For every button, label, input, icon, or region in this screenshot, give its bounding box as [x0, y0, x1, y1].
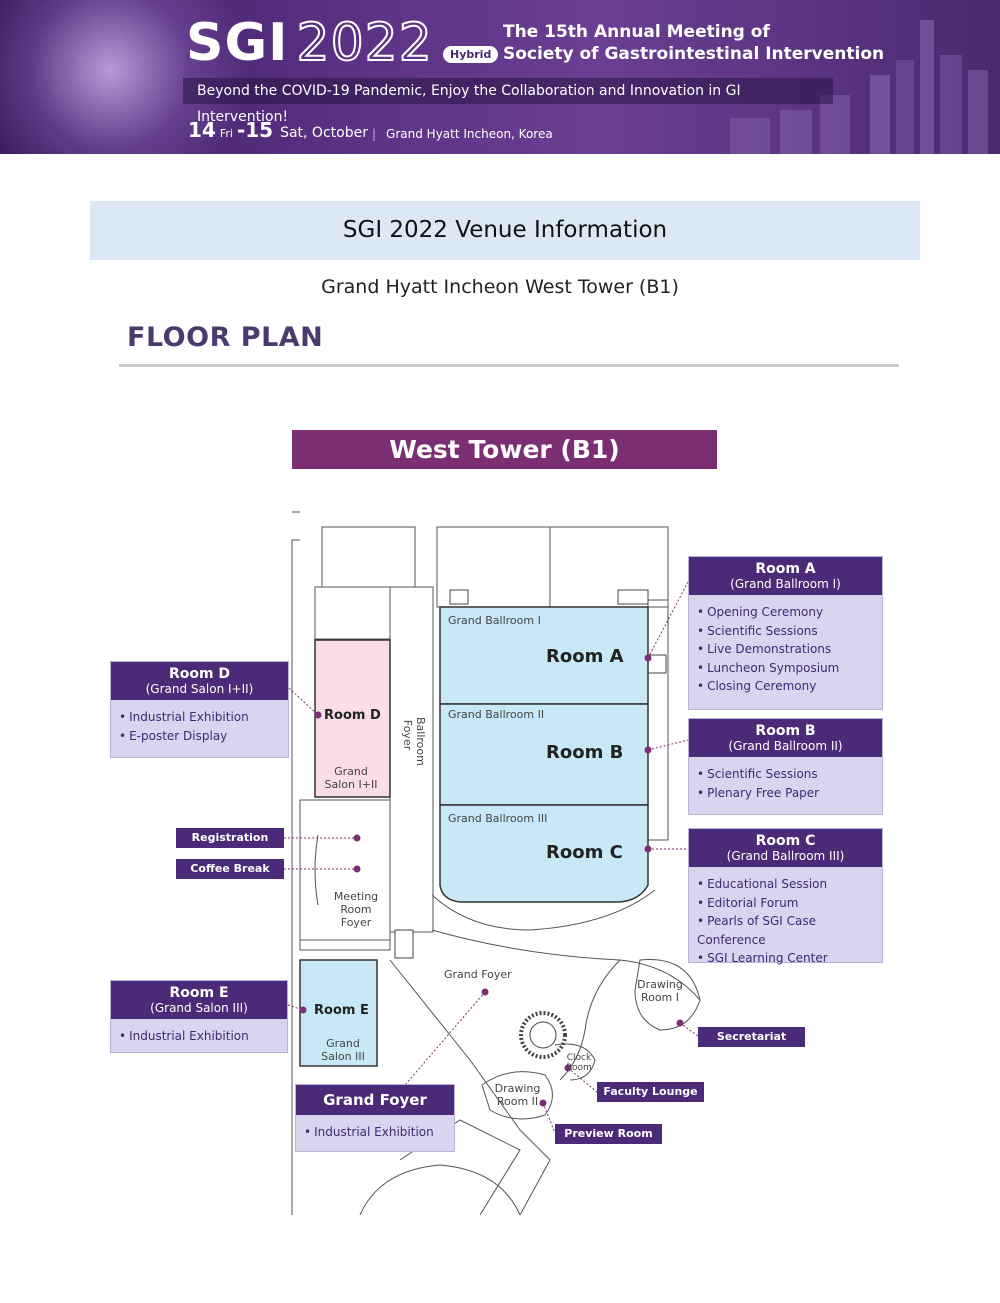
- date-end: -15: [236, 118, 274, 142]
- room-d-map-label: Room D: [324, 708, 381, 723]
- page-title: SGI 2022 Venue Information: [90, 201, 920, 260]
- room-b-title: Room B: [755, 723, 816, 739]
- clock-room-label: Clock Room: [566, 1053, 592, 1073]
- room-e-header: Room E(Grand Salon III): [111, 981, 287, 1019]
- banner-glow: [0, 0, 260, 154]
- registration-tag: Registration: [176, 828, 284, 848]
- meeting-slogan: Beyond the COVID-19 Pandemic, Enjoy the …: [183, 78, 833, 125]
- room-e-subtitle: (Grand Salon III): [150, 1001, 248, 1015]
- drawing-room-1-label: Drawing Room I: [637, 978, 683, 1004]
- room-d-title: Room D: [168, 666, 231, 682]
- meeting-title-line2: Society of Gastrointestinal Intervention: [503, 44, 885, 64]
- list-item: Closing Ceremony: [697, 677, 882, 696]
- meeting-venue: | Grand Hyatt Incheon, Korea: [372, 127, 553, 141]
- hybrid-badge: Hybrid: [443, 46, 499, 63]
- grand-foyer-title: Grand Foyer: [323, 1091, 427, 1109]
- day-end: Sat, October: [280, 125, 368, 141]
- list-item: SGI Learning Center: [697, 949, 882, 968]
- divider: [119, 364, 899, 367]
- room-e-list: Industrial Exhibition: [111, 1019, 287, 1050]
- grand-foyer-list: Industrial Exhibition: [296, 1115, 454, 1146]
- room-c-subtitle: (Grand Ballroom III): [726, 849, 845, 863]
- room-c-list: Educational Session Editorial Forum Pear…: [689, 867, 882, 972]
- date-start: 14: [188, 118, 216, 142]
- faculty-lounge-tag: Faculty Lounge: [597, 1082, 704, 1102]
- list-item: Industrial Exhibition: [119, 708, 288, 727]
- room-c-header: Room C(Grand Ballroom III): [689, 829, 882, 867]
- room-a-subtitle: (Grand Ballroom I): [730, 577, 841, 591]
- floor-title: West Tower (B1): [292, 430, 717, 469]
- list-item: Scientific Sessions: [697, 765, 882, 784]
- room-e-map-label: Room E: [314, 1003, 369, 1018]
- list-item: Pearls of SGI Case Conference: [697, 912, 882, 949]
- room-d-list: Industrial Exhibition E-poster Display: [111, 700, 288, 749]
- room-a-info-box: Room A(Grand Ballroom I) Opening Ceremon…: [688, 556, 883, 710]
- room-d-header: Room D(Grand Salon I+II): [111, 662, 288, 700]
- room-e-title: Room E: [169, 985, 229, 1001]
- secretariat-office-tag: Secretariat Office: [698, 1027, 805, 1062]
- list-item: Editorial Forum: [697, 894, 882, 913]
- grand-salon-3-label: Grand Salon III: [321, 1037, 365, 1063]
- grand-foyer-info-box: Grand Foyer Industrial Exhibition: [295, 1084, 455, 1152]
- list-item: Live Demonstrations: [697, 640, 882, 659]
- drawing-room-2-label: Drawing Room II: [494, 1082, 541, 1108]
- room-a-map-label: Room A: [546, 646, 624, 667]
- list-item: Opening Ceremony: [697, 603, 882, 622]
- grand-ballroom-2-label: Grand Ballroom II: [448, 708, 545, 721]
- meeting-room-foyer-label: Meeting Room Foyer: [333, 890, 379, 929]
- preview-room-tag: Preview Room: [555, 1124, 662, 1144]
- grand-foyer-header: Grand Foyer: [296, 1085, 454, 1115]
- grand-ballroom-3-label: Grand Ballroom III: [448, 812, 548, 825]
- list-item: Luncheon Symposium: [697, 659, 882, 678]
- list-item: Industrial Exhibition: [119, 1027, 287, 1046]
- grand-ballroom-1-label: Grand Ballroom I: [448, 614, 541, 627]
- day-start: Fri: [219, 127, 233, 140]
- list-item: Scientific Sessions: [697, 622, 882, 641]
- venue-text: Grand Hyatt Incheon, Korea: [386, 127, 553, 141]
- room-a-list: Opening Ceremony Scientific Sessions Liv…: [689, 595, 882, 700]
- room-b-subtitle: (Grand Ballroom II): [728, 739, 843, 753]
- floor-plan-heading: FLOOR PLAN: [127, 322, 324, 353]
- room-c-info-box: Room C(Grand Ballroom III) Educational S…: [688, 828, 883, 965]
- room-b-header: Room B(Grand Ballroom II): [689, 719, 882, 757]
- list-item: Plenary Free Paper: [697, 784, 882, 803]
- grand-foyer-map-label: Grand Foyer: [444, 968, 512, 981]
- ballroom-foyer-label: Ballroom Foyer: [401, 717, 427, 766]
- room-b-list: Scientific Sessions Plenary Free Paper: [689, 757, 882, 806]
- room-c-map-label: Room C: [546, 842, 623, 863]
- list-item: E-poster Display: [119, 727, 288, 746]
- separator: |: [372, 127, 377, 141]
- room-c-title: Room C: [755, 833, 816, 849]
- room-a-title: Room A: [755, 561, 816, 577]
- room-b-map-label: Room B: [546, 742, 624, 763]
- page-subtitle: Grand Hyatt Incheon West Tower (B1): [321, 276, 679, 298]
- room-d-info-box: Room D(Grand Salon I+II) Industrial Exhi…: [110, 661, 289, 758]
- list-item: Educational Session: [697, 875, 882, 894]
- room-e-info-box: Room E(Grand Salon III) Industrial Exhib…: [110, 980, 288, 1053]
- list-item: Industrial Exhibition: [304, 1123, 454, 1142]
- city-skyline-image: [730, 20, 988, 154]
- coffee-break-tag: Coffee Break: [176, 859, 284, 879]
- room-b-info-box: Room B(Grand Ballroom II) Scientific Ses…: [688, 718, 883, 815]
- room-d-subtitle: (Grand Salon I+II): [145, 682, 254, 696]
- grand-salon-12-label: Grand Salon I+II: [324, 765, 378, 791]
- room-a-header: Room A(Grand Ballroom I): [689, 557, 882, 595]
- meeting-title-line1: The 15th Annual Meeting of: [503, 22, 770, 42]
